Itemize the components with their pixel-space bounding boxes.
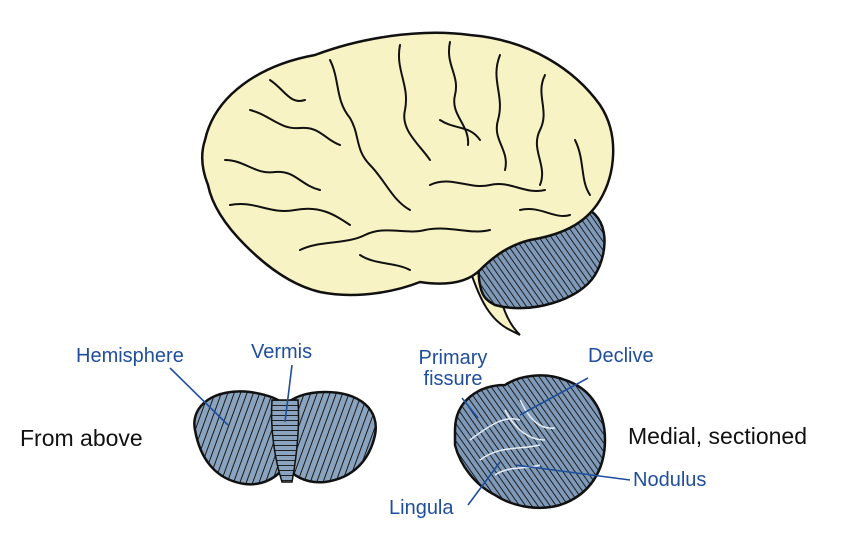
label-primary-fissure: Primary fissure bbox=[408, 348, 498, 390]
label-hemisphere: Hemisphere bbox=[76, 345, 184, 367]
label-primary-fissure-line2: fissure bbox=[423, 368, 483, 390]
label-nodulus: Nodulus bbox=[633, 469, 707, 491]
label-vermis: Vermis bbox=[251, 341, 313, 363]
cerebrum bbox=[200, 31, 615, 297]
cerebellum-from-above bbox=[193, 390, 378, 486]
label-primary-fissure-line1: Primary bbox=[418, 347, 488, 369]
label-from-above: From above bbox=[20, 425, 143, 451]
cerebellum-medial-sectioned bbox=[453, 374, 607, 509]
leader-lines bbox=[169, 364, 631, 506]
brain-sulci bbox=[224, 41, 591, 271]
label-declive: Declive bbox=[588, 345, 654, 367]
label-medial-sectioned: Medial, sectioned bbox=[628, 423, 807, 449]
label-lingula: Lingula bbox=[389, 497, 454, 519]
